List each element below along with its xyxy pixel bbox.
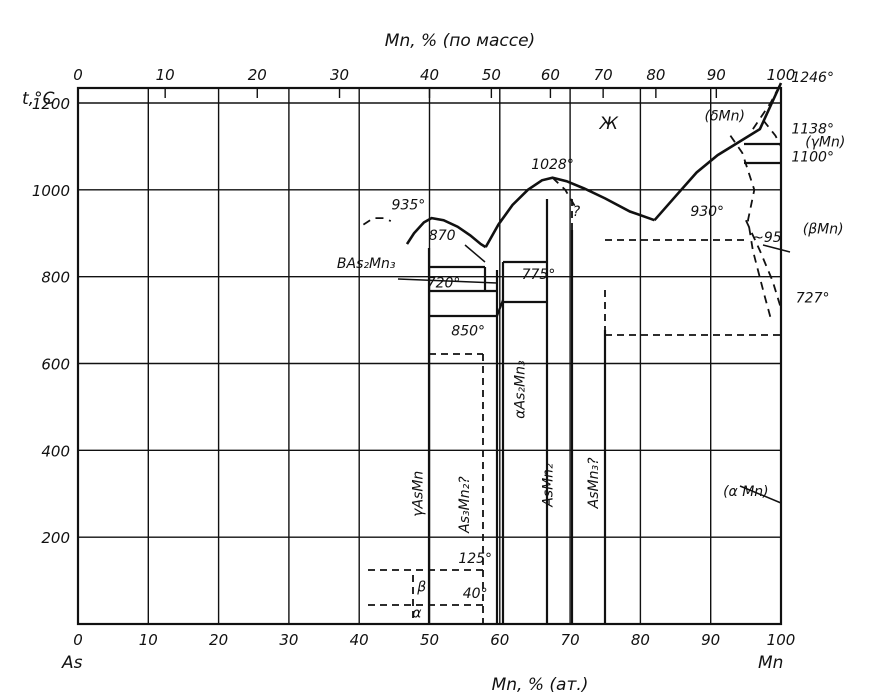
annotation-21: α bbox=[412, 605, 422, 621]
annotation-7: ? bbox=[573, 204, 581, 220]
annotation-5: 850° bbox=[451, 323, 485, 339]
series-line-3 bbox=[362, 217, 392, 226]
annotation-19: 125° bbox=[458, 551, 492, 567]
annotation-8: Ж bbox=[599, 114, 619, 134]
annotation-12: 1246° bbox=[791, 70, 834, 86]
annotation-17: 727° bbox=[796, 291, 830, 307]
x-tick-label-100: 100 bbox=[767, 631, 796, 649]
annotation-22: β bbox=[416, 579, 426, 595]
x-tick-label-40: 40 bbox=[350, 631, 369, 649]
annotation-13: 1138° bbox=[791, 121, 834, 137]
annotation-23: γAsMn bbox=[410, 471, 426, 517]
y-tick-label-200: 200 bbox=[41, 529, 70, 547]
annotation-3: 720° bbox=[427, 276, 461, 292]
y-axis-title: t,°C bbox=[22, 89, 55, 109]
x-tick-label-70: 70 bbox=[561, 631, 580, 649]
annotation-9: 930° bbox=[690, 204, 724, 220]
annotation-20: 40° bbox=[463, 586, 488, 602]
x-tick-label-0: 0 bbox=[73, 631, 83, 649]
top-tick-label-100: 100 bbox=[767, 66, 796, 84]
top-tick-label-40: 40 bbox=[420, 66, 439, 84]
annotation-26: AsMn₂ bbox=[541, 463, 557, 508]
annotation-15: 1100° bbox=[791, 150, 834, 166]
top-tick-label-10: 10 bbox=[156, 66, 175, 84]
annotation-2: BAs₂Mn₃ bbox=[337, 256, 396, 272]
top-tick-label-50: 50 bbox=[482, 66, 501, 84]
x-tick-label-50: 50 bbox=[420, 631, 439, 649]
x-tick-label-20: 20 bbox=[209, 631, 228, 649]
x-tick-label-30: 30 bbox=[279, 631, 298, 649]
right-end-label: Mn bbox=[758, 653, 783, 673]
series-line-7 bbox=[745, 219, 782, 309]
dashed-boundaries bbox=[368, 199, 781, 624]
y-tick-label-1200: 1200 bbox=[32, 95, 70, 113]
x-tick-label-10: 10 bbox=[139, 631, 158, 649]
phase-boundaries bbox=[427, 142, 781, 624]
y-tick-label-800: 800 bbox=[41, 269, 70, 287]
top-tick-label-60: 60 bbox=[541, 66, 560, 84]
top-tick-label-90: 90 bbox=[707, 66, 726, 84]
top-axis-title: Mn, % (по массе) bbox=[385, 31, 535, 51]
annotation-18: (α Mn) bbox=[723, 484, 769, 500]
annotation-16: (βMn) bbox=[803, 221, 844, 237]
x-tick-label-60: 60 bbox=[490, 631, 509, 649]
bottom-axis-title: Mn, % (ат.) bbox=[492, 675, 589, 695]
series-line-5 bbox=[752, 82, 782, 130]
series-line-6 bbox=[729, 135, 773, 321]
y-tick-label-1000: 1000 bbox=[32, 182, 70, 200]
series-line-4 bbox=[551, 177, 576, 207]
series-group bbox=[362, 82, 783, 321]
top-tick-label-20: 20 bbox=[248, 66, 267, 84]
annotation-1: 870 bbox=[429, 228, 456, 244]
annotation-10: ~95 bbox=[752, 230, 782, 246]
left-end-label: As bbox=[61, 653, 83, 673]
annotation-25: αAs₂Mn₃ bbox=[512, 360, 528, 419]
annotation-27: AsMn₃? bbox=[586, 457, 602, 509]
top-tick-label-80: 80 bbox=[646, 66, 665, 84]
annotation-24: As₃Mn₂? bbox=[457, 476, 473, 534]
y-tick-label-600: 600 bbox=[41, 356, 70, 374]
series-line-0 bbox=[405, 216, 487, 249]
series-line-2 bbox=[653, 82, 783, 222]
annotation-11: (δMn) bbox=[705, 108, 745, 124]
annotation-14: (γMn) bbox=[805, 134, 845, 150]
x-tick-label-80: 80 bbox=[631, 631, 650, 649]
top-tick-label-30: 30 bbox=[330, 66, 349, 84]
top-tick-label-0: 0 bbox=[73, 66, 83, 84]
series-line-8 bbox=[762, 119, 782, 147]
annotation-6: 1028° bbox=[531, 157, 574, 173]
x-tick-label-90: 90 bbox=[701, 631, 720, 649]
top-tick-label-70: 70 bbox=[594, 66, 613, 84]
y-tick-label-400: 400 bbox=[41, 442, 70, 460]
annotation-0: 935° bbox=[392, 197, 426, 213]
annotation-4: 775° bbox=[522, 267, 556, 283]
leader-lines bbox=[397, 244, 791, 504]
